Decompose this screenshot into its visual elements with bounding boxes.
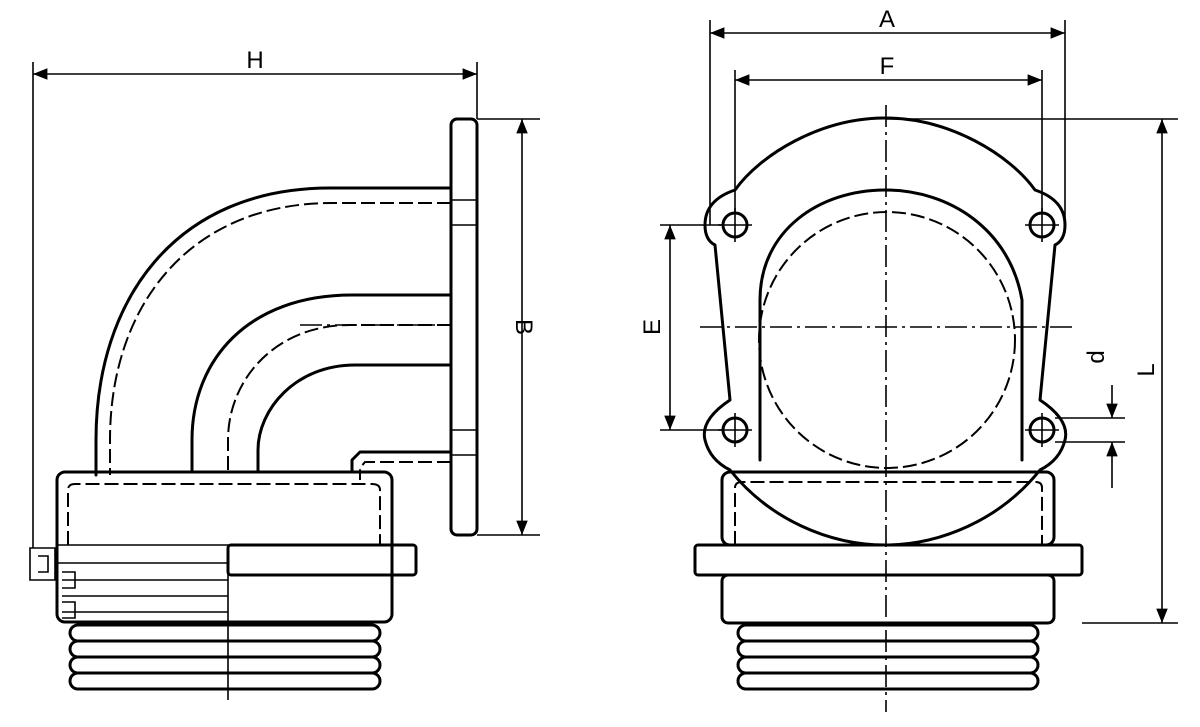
dimension-e: E (639, 224, 722, 431)
dimension-a: A (709, 6, 1066, 225)
front-collar (693, 543, 1084, 577)
label-a: A (879, 6, 895, 33)
side-nut-dashed (67, 483, 381, 545)
side-flange-slots (451, 199, 477, 456)
side-step-dashed (359, 461, 451, 480)
dimension-b: B (477, 118, 540, 536)
label-d: d (1083, 350, 1110, 363)
front-flange-outline (702, 116, 1068, 547)
side-elbow-outer-dashed (109, 202, 451, 475)
side-step (350, 450, 453, 474)
label-f: F (880, 53, 895, 80)
side-thread-cutaway (29, 547, 228, 619)
front-bore-dashed (758, 211, 1016, 469)
dimension-d: d (1055, 350, 1125, 488)
side-flange-plate (449, 117, 479, 537)
label-e: E (639, 319, 666, 335)
side-elbow-inner-dashed (227, 324, 451, 472)
front-bore (758, 188, 1024, 462)
side-nut-body (55, 470, 394, 624)
dimension-l: L (886, 118, 1178, 624)
front-view: A F E d L (639, 6, 1178, 712)
front-nut-lower (720, 573, 1056, 625)
side-elbow-inner-2 (256, 363, 453, 474)
front-threads (736, 623, 1040, 691)
side-collar (226, 543, 418, 577)
label-h: H (246, 47, 263, 74)
label-b: B (510, 319, 537, 335)
side-elbow-inner (190, 293, 453, 474)
side-view: H B (29, 47, 540, 700)
side-threads (68, 623, 382, 691)
label-l: L (1133, 363, 1160, 376)
dimension-f: F (734, 53, 1043, 213)
front-nut-dashed (734, 481, 1043, 545)
side-elbow-outer (94, 186, 453, 477)
dimension-h: H (32, 47, 478, 548)
